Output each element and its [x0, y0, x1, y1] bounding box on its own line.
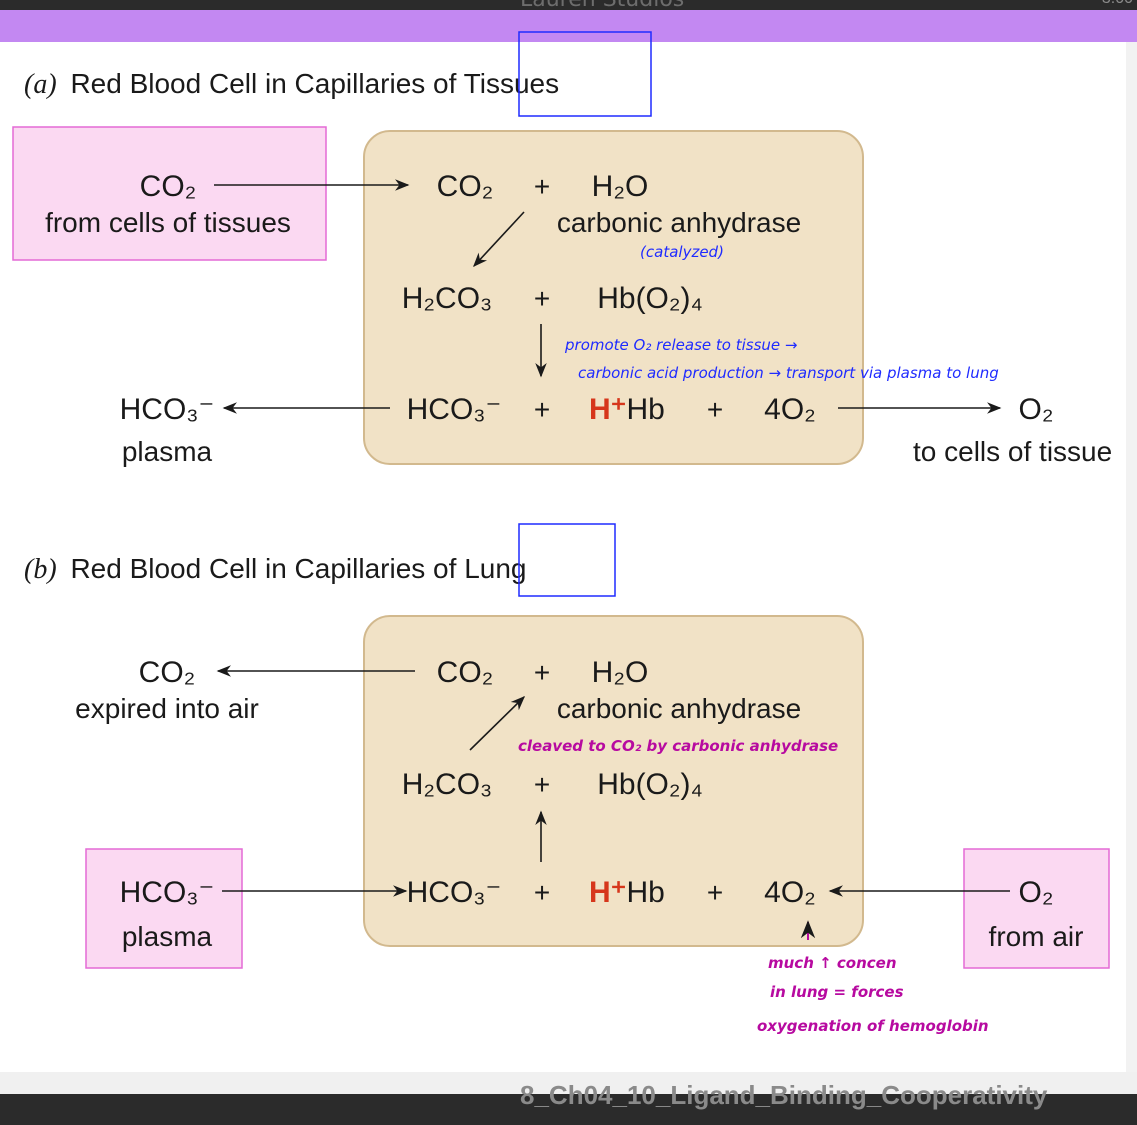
panel-a-letter: (a) — [24, 69, 57, 100]
bottom-dark-bar — [0, 1094, 1137, 1125]
eq2-plus: + — [534, 283, 550, 314]
panel-b-heading: Red Blood Cell in Capillaries of Lung — [70, 553, 526, 584]
b-eq1-right: H₂O — [592, 656, 649, 689]
eq1-right: H₂O — [592, 170, 649, 203]
source-co2-desc: from cells of tissues — [45, 207, 291, 238]
top-window-bar: Lauren Studios 3:00 — [0, 0, 1137, 12]
red-blood-cell-lung — [363, 615, 864, 947]
eq3-proton: H⁺ — [589, 393, 627, 426]
window-title: Lauren Studios — [520, 0, 684, 12]
panel-b: (b) Red Blood Cell in Capillaries of Lun… — [24, 523, 1110, 1035]
accent-band — [0, 10, 1137, 42]
b-eq3-plus-1: + — [534, 877, 550, 908]
pink-box-o2-air — [963, 848, 1110, 969]
highlight-box-tissues — [518, 31, 652, 117]
note-carbonic: carbonic acid production → transport via… — [578, 364, 999, 382]
pink-box-co2-source — [12, 126, 327, 261]
eq1-plus: + — [534, 171, 550, 202]
note-cleaved: cleaved to CO₂ by carbonic anhydrase — [518, 737, 838, 755]
out-co2-desc: expired into air — [75, 693, 259, 724]
b-eq2-plus: + — [534, 769, 550, 800]
eq3-plus-2: + — [707, 394, 723, 425]
note-much-1: much ↑ concen — [768, 954, 897, 972]
enzyme-label: carbonic anhydrase — [557, 207, 801, 238]
eq3-plus-1: + — [534, 394, 550, 425]
svg-text:H⁺Hb: H⁺Hb — [589, 876, 665, 909]
panel-a: (a) Red Blood Cell in Capillaries of Tis… — [12, 31, 1112, 467]
svg-text:(b) Red Blood Cell in Ca: (b) Red Blood Cell in Capillaries of Lun… — [24, 553, 526, 585]
panel-a-heading: Red Blood Cell in Capillaries of Tissues — [70, 68, 559, 99]
b-eq3-plus-2: + — [707, 877, 723, 908]
b-enzyme-label: carbonic anhydrase — [557, 693, 801, 724]
eq3-left: HCO₃⁻ — [407, 393, 502, 426]
eq1-left: CO₂ — [437, 170, 494, 203]
note-catalyzed: (catalyzed) — [640, 243, 724, 261]
b-eq1-left: CO₂ — [437, 656, 494, 689]
svg-text:H⁺Hb: H⁺Hb — [589, 393, 665, 426]
in-left-desc: plasma — [122, 921, 213, 952]
file-name-label: 8_Ch04_10_Ligand_Binding_Cooperativity — [520, 1080, 1048, 1110]
arrow-to-co2 — [469, 695, 526, 751]
note-much-3: oxygenation of hemoglobin — [757, 1017, 989, 1035]
eq3-o2: 4O₂ — [764, 393, 816, 426]
arrow-to-h2co3 — [473, 211, 525, 268]
note-much-2: in lung = forces — [770, 983, 904, 1001]
out-left-ion: HCO₃⁻ — [120, 393, 215, 426]
b-eq3-left: HCO₃⁻ — [407, 876, 502, 909]
in-left-ion: HCO₃⁻ — [120, 876, 215, 909]
eq3-hb: Hb — [627, 393, 665, 426]
b-eq2-right: Hb(O₂)₄ — [597, 768, 703, 801]
eq2-left: H₂CO₃ — [402, 282, 493, 315]
out-left-desc: plasma — [122, 436, 213, 467]
b-eq1-plus: + — [534, 657, 550, 688]
svg-text:(a) Red Blood Cell in Ca: (a) Red Blood Cell in Capillaries of Tis… — [24, 68, 559, 100]
pink-box-hco3-plasma — [85, 848, 243, 969]
out-right-o2: O₂ — [1019, 393, 1054, 426]
out-right-desc: to cells of tissue — [913, 436, 1112, 467]
highlight-box-lung — [518, 523, 616, 597]
clock-readout: 3:00 — [1102, 0, 1133, 8]
source-co2-label: CO₂ — [140, 170, 197, 203]
b-eq2-left: H₂CO₃ — [402, 768, 493, 801]
out-co2-label: CO₂ — [139, 656, 196, 689]
red-blood-cell-tissue — [363, 130, 864, 465]
b-eq3-hb: Hb — [627, 876, 665, 909]
b-eq3-proton: H⁺ — [589, 876, 627, 909]
in-right-desc: from air — [989, 921, 1084, 952]
b-eq3-o2: 4O₂ — [764, 876, 816, 909]
eq2-right: Hb(O₂)₄ — [597, 282, 703, 315]
scrollbar[interactable] — [1126, 42, 1137, 1072]
panel-b-letter: (b) — [24, 554, 57, 585]
note-promote: promote O₂ release to tissue → — [564, 336, 798, 354]
in-right-o2: O₂ — [1019, 876, 1054, 909]
